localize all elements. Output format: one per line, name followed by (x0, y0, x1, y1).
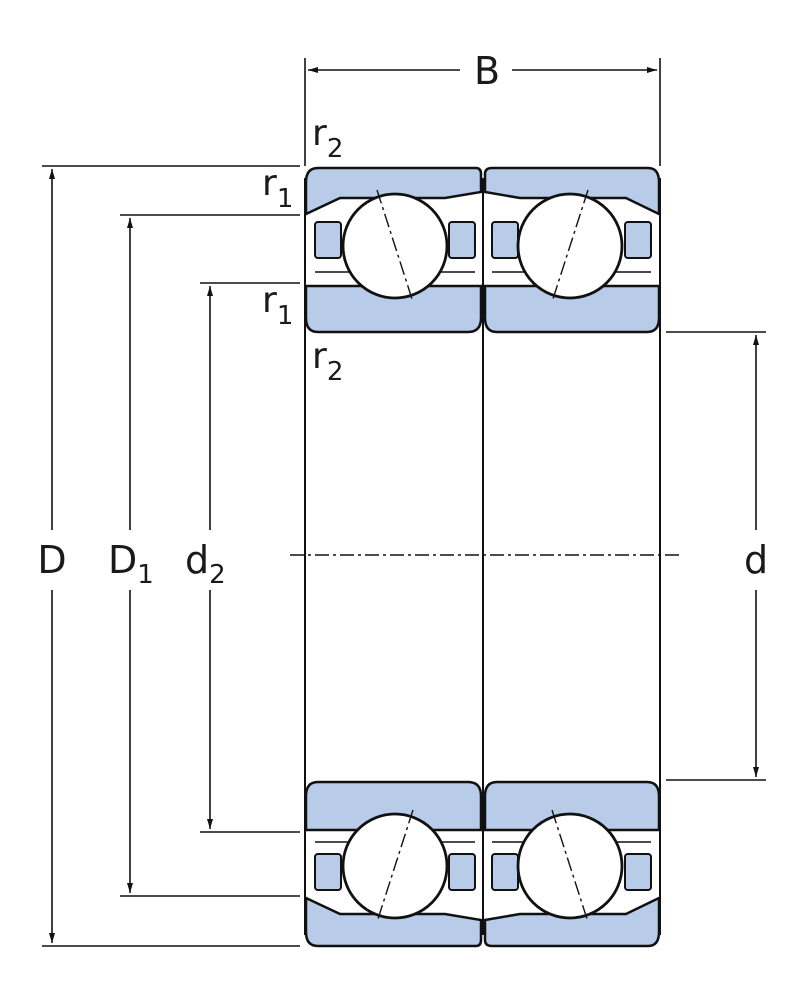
lower-section (304, 780, 661, 948)
cage-top-right-a (491, 221, 519, 259)
label-B: B (474, 49, 500, 93)
contact-line (551, 809, 589, 923)
outer-ring-top-left (304, 166, 483, 216)
label-r2-main: r (312, 113, 327, 154)
outer-ring-bottom-right (483, 896, 661, 948)
label-d2: d2 (185, 538, 226, 590)
inner-ring-bottom-right (483, 780, 661, 832)
label-r2-main: r (312, 336, 327, 377)
cage-bottom-right-b (624, 853, 652, 891)
dimension-lines (49, 67, 759, 943)
inner-ring-bottom-left (304, 780, 483, 832)
label-r1-subscript: 1 (277, 184, 294, 214)
label-d2-subscript: 2 (209, 560, 226, 590)
label-d2-main: d (185, 538, 209, 582)
inner-ring-top-right (483, 284, 661, 334)
cage-bottom-left-b (448, 853, 476, 891)
labels: B D D1 d2 d r2 r1 r1 r2 (37, 49, 768, 590)
label-r2-subscript: 2 (327, 357, 344, 387)
label-D: D (37, 538, 66, 582)
cage-top-left-b (448, 221, 476, 259)
label-D1-main: D (108, 538, 137, 582)
label-r2-subscript: 2 (327, 134, 344, 164)
label-r1-top: r1 (262, 163, 293, 214)
label-D1-subscript: 1 (137, 560, 154, 590)
label-r2-bottom: r2 (312, 336, 343, 387)
cage-top-right-b (624, 221, 652, 259)
extension-lines (42, 58, 766, 947)
contact-line (551, 189, 589, 303)
cage-bottom-right-a (491, 853, 519, 891)
cage-bottom-left-a (314, 853, 342, 891)
cage-top-left-a (314, 221, 342, 259)
label-r1-subscript: 1 (277, 301, 294, 331)
contact-line (376, 189, 414, 303)
outer-ring-top-right (483, 166, 661, 216)
outer-ring-bottom-left (304, 896, 483, 948)
label-r2-top: r2 (312, 113, 343, 164)
upper-section (304, 166, 661, 334)
label-r1-main: r (262, 163, 277, 204)
label-r1-bottom: r1 (262, 280, 293, 331)
label-r1-main: r (262, 280, 277, 321)
label-d: d (744, 538, 768, 582)
inner-ring-top-left (304, 284, 483, 334)
contact-line (376, 809, 414, 923)
label-D1: D1 (108, 538, 154, 590)
